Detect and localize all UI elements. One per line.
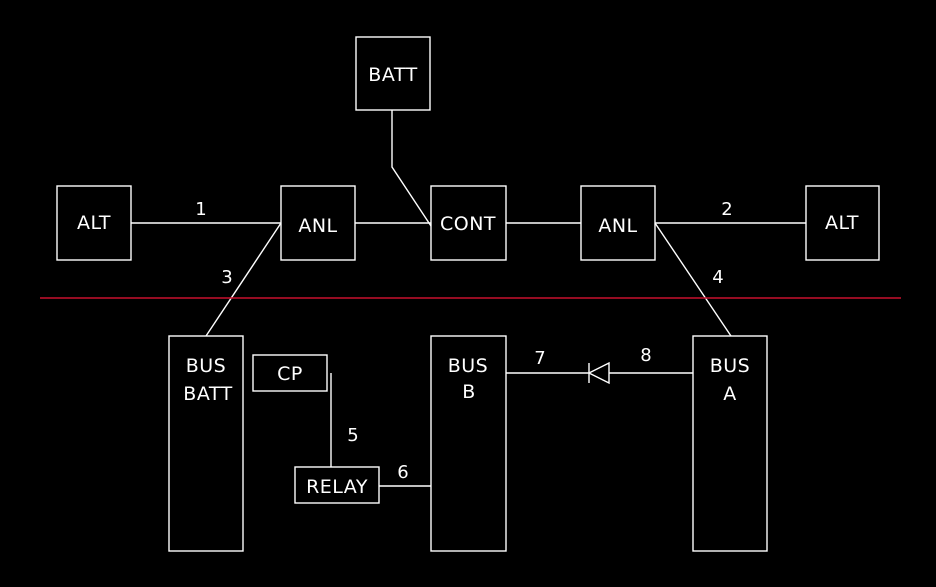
wire-3 <box>205 222 282 337</box>
bus-b-label-line2: B <box>462 381 476 403</box>
component-alt-left: ALT <box>56 185 132 261</box>
anl-right-label: ANL <box>598 215 637 237</box>
wire-label-1: 1 <box>195 199 206 220</box>
wire-label-5: 5 <box>347 425 358 446</box>
wire-label-7: 7 <box>534 348 545 369</box>
component-bus-b: BUS B <box>430 335 507 552</box>
relay-label: RELAY <box>306 476 368 498</box>
wire-label-3: 3 <box>221 267 232 288</box>
wire-label-4: 4 <box>712 267 723 288</box>
bus-batt-label-line1: BUS <box>186 355 227 377</box>
component-cont: CONT <box>430 185 507 261</box>
anl-left-label: ANL <box>298 215 337 237</box>
wire-labels: 1 2 3 4 5 6 7 8 <box>195 199 732 483</box>
component-relay: RELAY <box>294 466 380 504</box>
diode-icon <box>587 361 610 385</box>
component-bus-a: BUS A <box>692 335 768 552</box>
component-anl-right: ANL <box>580 185 656 261</box>
component-bus-batt: BUS BATT <box>168 335 244 552</box>
component-alt-right: ALT <box>805 185 880 261</box>
component-cp: CP <box>252 354 328 392</box>
alt-left-label: ALT <box>77 212 111 234</box>
bus-a-label-line2: A <box>723 383 737 405</box>
cp-label: CP <box>277 363 303 385</box>
alt-right-label: ALT <box>825 212 859 234</box>
component-batt-top: BATT <box>355 36 431 111</box>
bus-batt-label-line2: BATT <box>183 383 232 405</box>
bus-a-label-line1: BUS <box>710 355 751 377</box>
wires <box>131 110 806 487</box>
wire-label-8: 8 <box>640 345 651 366</box>
wire-label-2: 2 <box>721 199 732 220</box>
component-anl-left: ANL <box>280 185 356 261</box>
cont-label: CONT <box>440 213 496 235</box>
wire-4 <box>654 222 732 337</box>
wire-batt-to-cont <box>391 110 432 227</box>
bus-b-label-line1: BUS <box>448 355 489 377</box>
batt-top-label: BATT <box>368 64 417 86</box>
wire-label-6: 6 <box>397 462 408 483</box>
